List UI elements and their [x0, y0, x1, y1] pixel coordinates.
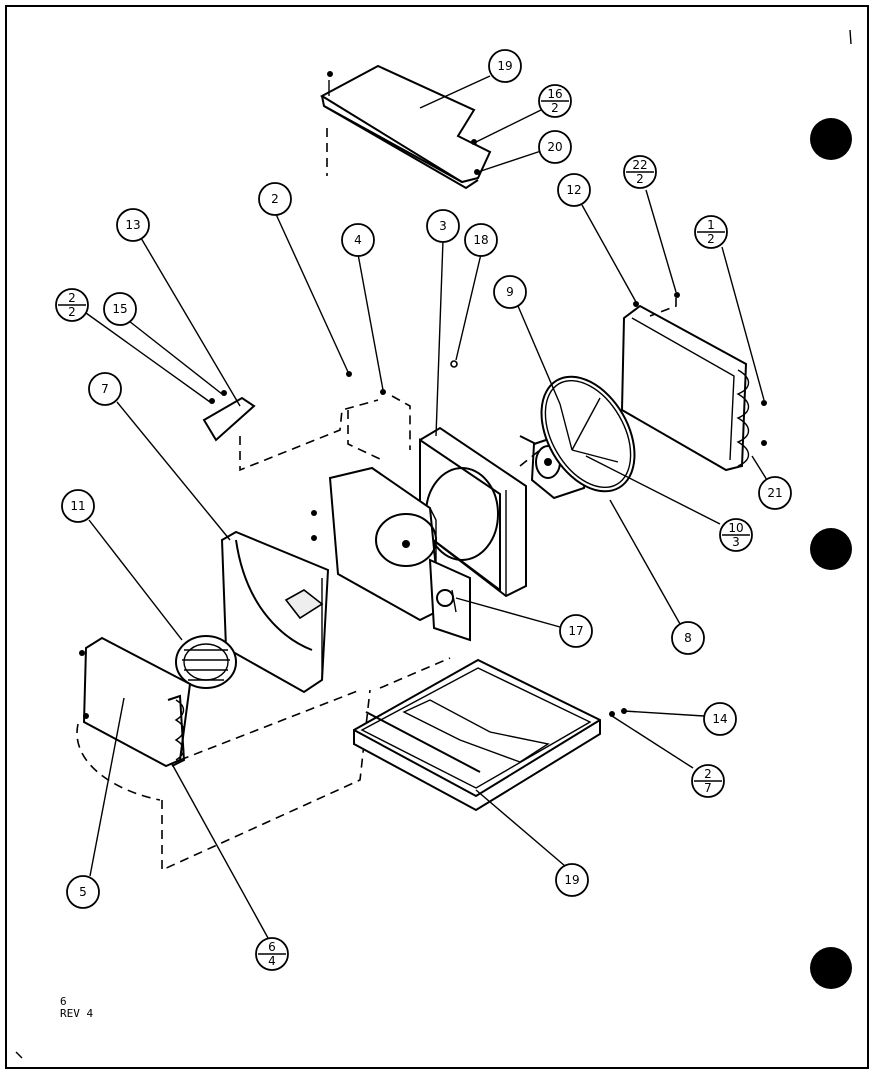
svg-text:12: 12 [566, 183, 581, 197]
svg-text:2: 2 [707, 232, 715, 246]
callout-1-2: 1 2 [694, 215, 728, 249]
svg-text:2: 2 [271, 192, 279, 206]
condenser-fan-part [540, 375, 636, 493]
callout-17: 17 [559, 614, 593, 648]
svg-text:9: 9 [506, 285, 514, 299]
dashed-guide [76, 723, 161, 801]
svg-text:18: 18 [473, 233, 488, 247]
callout-7: 7 [88, 372, 122, 406]
callout-5: 5 [66, 875, 100, 909]
callout-12: 12 [557, 173, 591, 207]
svg-text:2: 2 [68, 305, 76, 319]
blower-wheel-part [175, 635, 237, 689]
svg-text:16: 16 [547, 87, 562, 101]
callout-19-bottom: 19 [555, 863, 589, 897]
motor-bracket-part [428, 558, 471, 642]
grommet [450, 360, 458, 368]
svg-text:2: 2 [704, 767, 712, 781]
dashed-guide [239, 399, 379, 472]
dashed-guide [519, 449, 541, 467]
binder-hole-middle [810, 528, 852, 570]
page-border [5, 5, 869, 1069]
screw [311, 535, 317, 541]
screw [346, 371, 352, 377]
callout-14: 14 [703, 702, 737, 736]
svg-text:3: 3 [439, 219, 447, 233]
callout-2-7: 2 7 [691, 764, 725, 798]
callout-11: 11 [61, 489, 95, 523]
dashed-guide [649, 298, 677, 317]
svg-text:15: 15 [112, 302, 127, 316]
svg-text:1: 1 [707, 218, 715, 232]
svg-text:4: 4 [268, 954, 276, 968]
callout-22-2: 22 2 [623, 155, 657, 189]
svg-text:11: 11 [70, 499, 85, 513]
callout-9: 9 [493, 275, 527, 309]
callout-21: 21 [758, 476, 792, 510]
svg-text:5: 5 [79, 885, 87, 899]
blower-scroll-part [220, 530, 330, 694]
svg-text:7: 7 [704, 781, 712, 795]
screw [380, 389, 386, 395]
svg-text:13: 13 [125, 218, 140, 232]
callout-8: 8 [671, 621, 705, 655]
svg-text:14: 14 [712, 712, 727, 726]
svg-text:8: 8 [684, 631, 692, 645]
svg-text:2: 2 [636, 172, 644, 186]
base-pan-part [353, 658, 627, 812]
page-number: 6 [60, 995, 67, 1008]
dashed-guide [379, 657, 451, 689]
callout-2-2: 2 2 [55, 288, 89, 322]
svg-text:10: 10 [728, 521, 743, 535]
callout-13: 13 [116, 208, 150, 242]
evaporator-coil-part [79, 636, 192, 768]
corner-mark [15, 1051, 23, 1059]
callout-3: 3 [426, 209, 460, 243]
svg-text:2: 2 [551, 101, 559, 115]
svg-text:7: 7 [101, 382, 109, 396]
svg-text:22: 22 [632, 158, 647, 172]
callout-2: 2 [258, 182, 292, 216]
bracket-part [202, 390, 256, 442]
callout-6-4: 6 4 [255, 937, 289, 971]
svg-text:4: 4 [354, 233, 362, 247]
sheet-footer: 6 REV 4 [60, 996, 93, 1020]
svg-text:3: 3 [732, 535, 740, 549]
callout-4: 4 [341, 223, 375, 257]
callout-19-top: 19 [488, 49, 522, 83]
callout-10-3: 10 3 [719, 518, 753, 552]
svg-text:19: 19 [497, 59, 512, 73]
svg-text:2: 2 [68, 291, 76, 305]
leader-lines [85, 75, 768, 939]
svg-text:21: 21 [767, 486, 782, 500]
border-mark [849, 29, 852, 45]
dashed-guide [391, 395, 411, 450]
svg-text:20: 20 [547, 140, 562, 154]
svg-text:6: 6 [268, 940, 276, 954]
condenser-coil-part [620, 292, 767, 472]
callout-18: 18 [464, 223, 498, 257]
svg-text:17: 17 [568, 624, 583, 638]
screw [311, 510, 317, 516]
top-cover-part [319, 64, 492, 190]
svg-text:19: 19 [564, 873, 579, 887]
callout-16-2: 16 2 [538, 84, 572, 118]
binder-hole-top [810, 118, 852, 160]
revision-label: REV 4 [60, 1007, 94, 1020]
dashed-guide [347, 410, 383, 461]
callout-15: 15 [103, 292, 137, 326]
dashed-guide [161, 689, 371, 872]
callout-20: 20 [538, 130, 572, 164]
dashed-guide [179, 689, 361, 761]
binder-hole-bottom [810, 947, 852, 989]
